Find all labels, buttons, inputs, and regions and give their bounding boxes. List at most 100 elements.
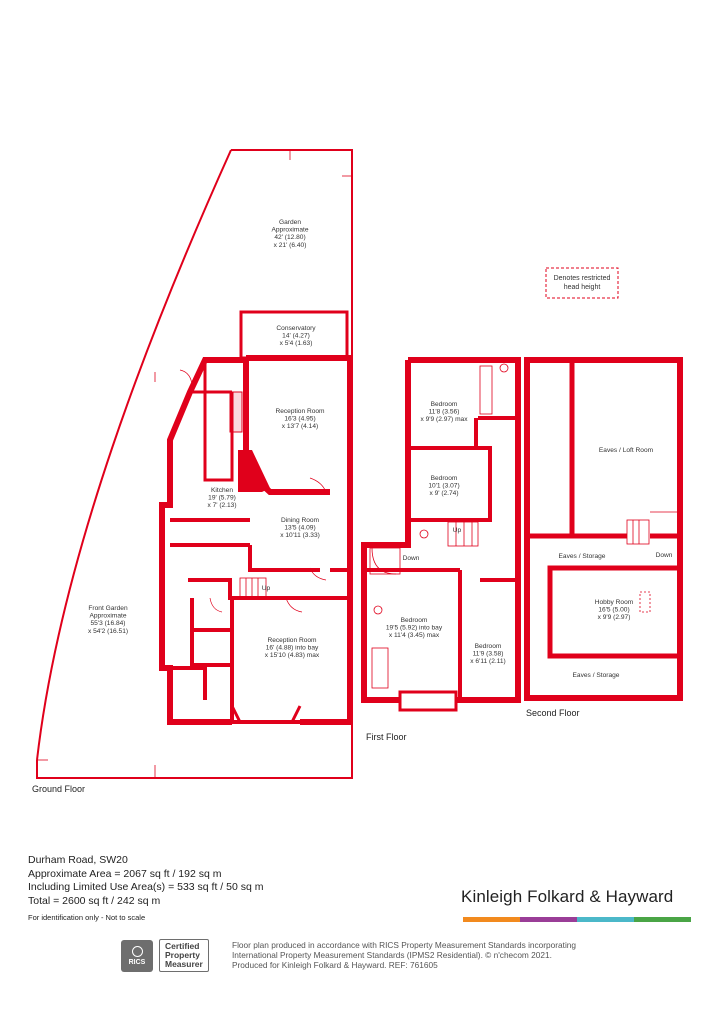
badge-line-2: Property	[165, 950, 200, 960]
legend-line-2: head height	[564, 284, 601, 291]
ground-floor-title: Ground Floor	[32, 784, 85, 794]
door-swings	[179, 369, 327, 613]
room-label-line: 16' (4.88) into bay	[266, 645, 319, 652]
second-floor-title: Second Floor	[526, 708, 580, 718]
room-label-second-floor-loft: Eaves / Loft Room	[599, 447, 654, 454]
front-reception-walls	[230, 596, 352, 724]
brand-bar-green	[634, 917, 691, 922]
room-label-line: 13'5 (4.09)	[284, 525, 315, 532]
disclaimer: For identification only - Not to scale	[28, 913, 146, 922]
kitchen-counter	[229, 391, 243, 433]
room-label-line: Eaves / Storage	[573, 672, 620, 679]
badge-line-1: Certified	[165, 941, 200, 951]
room-label-line: Front Garden	[88, 605, 128, 612]
room-label-line: 16'5 (5.00)	[598, 607, 629, 614]
room-label-line: Bedroom	[431, 401, 458, 408]
garden-arrows	[37, 150, 352, 778]
first-stair-up-label: Up	[453, 527, 462, 534]
room-label-line: 11'9 (3.58)	[473, 651, 504, 658]
bay-window	[230, 705, 302, 724]
room-label-line: Approximate	[89, 613, 126, 620]
room-label-line: Reception Room	[275, 408, 325, 415]
footer-note: Floor plan produced in accordance with R…	[232, 940, 612, 970]
room-label-line: x 9'9 (2.97) max	[420, 416, 468, 423]
kitchen-walls	[190, 360, 234, 482]
brand-bar-purple	[520, 917, 577, 922]
second-floor-plan	[524, 357, 683, 701]
room-label-line: x 11'4 (3.45) max	[389, 632, 440, 639]
badge-line-3: Measurer	[165, 959, 203, 969]
room-label-line: x 5'4 (1.63)	[280, 340, 313, 347]
first-floor-stairs	[369, 521, 479, 575]
second-stair-down-label: Down	[656, 552, 673, 559]
first-stair-down-label: Down	[403, 555, 420, 562]
room-label-line: x 9'9 (2.97)	[598, 614, 631, 621]
rics-mark-text: RICS	[128, 958, 146, 966]
brand-bar-teal	[577, 917, 634, 922]
room-label-line: 10'1 (3.07)	[428, 483, 459, 490]
room-label-line: 14' (4.27)	[282, 333, 310, 340]
brand-name: Kinleigh Folkard & Hayward	[461, 887, 674, 906]
first-floor-fixtures	[371, 363, 509, 689]
room-label-line: Garden	[279, 219, 301, 226]
room-label-line: x 13'7 (4.14)	[282, 423, 318, 430]
dining-walls	[170, 518, 350, 600]
footer-line-2: International Property Measurement Stand…	[232, 950, 552, 960]
room-label-line: 19' (5.79)	[208, 495, 236, 502]
brand-color-bar	[463, 917, 691, 922]
first-floor-title: First Floor	[366, 732, 407, 742]
room-label-line: 11'8 (3.56)	[429, 409, 460, 416]
room-label-line: Kitchen	[211, 487, 233, 494]
ground-stairs	[239, 577, 267, 599]
rics-logo: RICS Certified Property Measurer	[121, 939, 209, 972]
room-label-line: Hobby Room	[595, 599, 634, 606]
approx-area: Approximate Area = 2067 sq ft / 192 sq m	[28, 867, 222, 880]
legend-swatch	[545, 267, 619, 299]
room-label-line: x 9' (2.74)	[429, 490, 458, 497]
room-label-line: x 6'11 (2.11)	[470, 658, 505, 665]
rics-mark: RICS	[121, 939, 153, 972]
room-label-line: Bedroom	[431, 475, 458, 482]
room-label-second-floor-eaves-bottom: Eaves / Storage	[573, 672, 620, 679]
bay-window-first	[398, 690, 458, 712]
loft-room-walls	[527, 360, 683, 539]
footer-line-1: Floor plan produced in accordance with R…	[232, 940, 577, 950]
room-label-line: x 7' (2.13)	[207, 502, 236, 509]
address: Durham Road, SW20	[28, 854, 128, 866]
room-label-line: Conservatory	[276, 325, 316, 332]
second-floor-stairs	[626, 511, 681, 613]
room-label-line: 19'5 (5.92) into bay	[386, 625, 443, 632]
room-label-line: Approximate	[271, 227, 308, 234]
room-label-line: Bedroom	[475, 643, 502, 650]
room-label-line: 55'3 (16.84)	[91, 620, 126, 627]
first-floor-plan	[361, 357, 521, 712]
room-label-second-floor-eaves-top: Eaves / Storage	[559, 553, 606, 560]
limited-use-area: Including Limited Use Area(s) = 533 sq f…	[28, 881, 264, 893]
room-label-line: x 15'10 (4.83) max	[265, 652, 320, 659]
room-label-line: Dining Room	[281, 517, 320, 524]
hobby-room-walls	[547, 565, 683, 659]
room-label-line: Bedroom	[401, 617, 428, 624]
total-area: Total = 2600 sq ft / 242 sq m	[28, 894, 161, 907]
room-label-line: Reception Room	[267, 637, 317, 644]
property-info: Durham Road, SW20 Approximate Area = 206…	[28, 854, 264, 925]
room-label-line: x 10'11 (3.33)	[280, 532, 320, 539]
room-label-line: x 54'2 (16.51)	[88, 628, 128, 635]
room-label-line: Eaves / Loft Room	[599, 447, 654, 454]
legend: Denotes restricted head height	[545, 267, 619, 299]
room-label-line: 16'3 (4.95)	[284, 416, 315, 423]
room-label-line: Eaves / Storage	[559, 553, 606, 560]
